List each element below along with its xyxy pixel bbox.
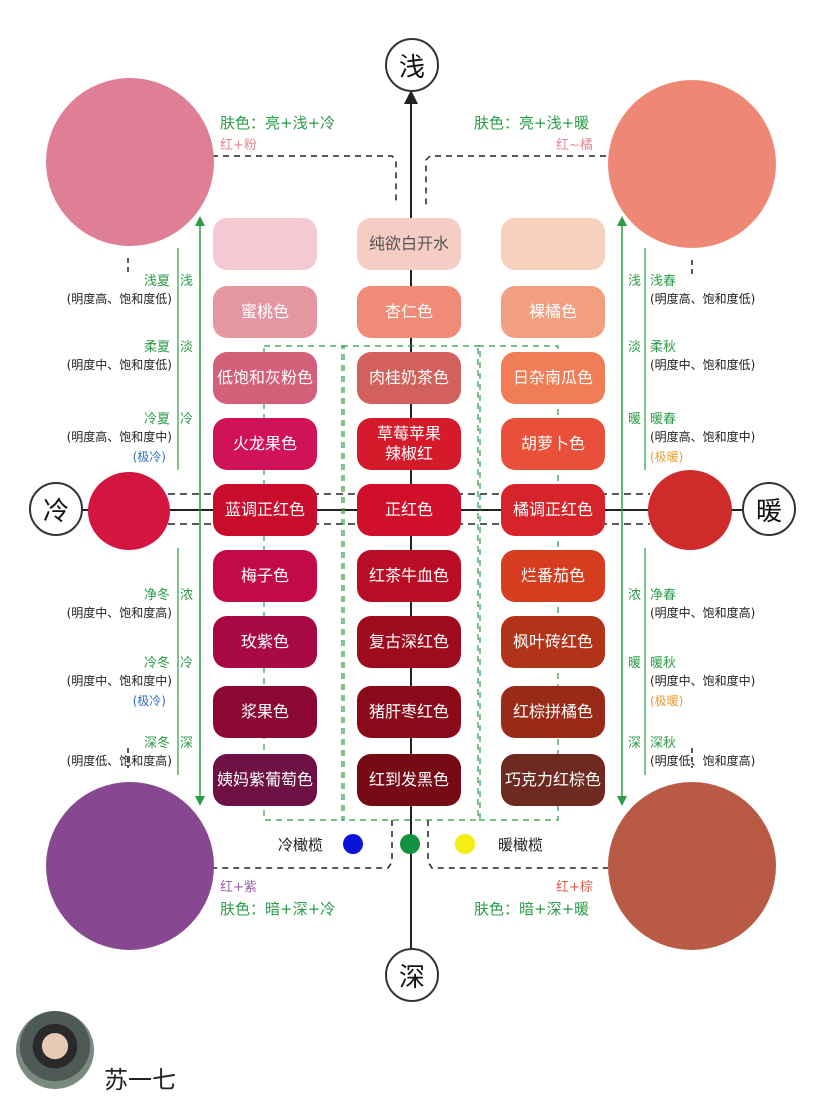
- warm-light-skin-circle: [608, 80, 776, 248]
- axis-light-label: 浅: [385, 38, 439, 92]
- neutral-swatch: 红到发黑色: [357, 754, 461, 806]
- neutral-swatch: 正红色: [357, 484, 461, 536]
- cool-light-skin-title: 肤色：亮+浅+冷: [220, 114, 336, 132]
- warm-swatch: 枫叶砖红色: [501, 616, 605, 668]
- cool-swatch: 低饱和灰粉色: [213, 352, 317, 404]
- right-season-desc: (明度高、饱和度中): [650, 430, 756, 444]
- left-season-name: 浅夏: [143, 274, 170, 289]
- warm-deep-lip-hint: 红+棕: [556, 880, 593, 895]
- right-season-name: 柔秋: [650, 340, 677, 355]
- warm-swatch: 日杂南瓜色: [501, 352, 605, 404]
- axis-deep-label: 深: [385, 948, 439, 1002]
- cool-swatch: 浆果色: [213, 686, 317, 738]
- warm-swatch: 胡萝卜色: [501, 418, 605, 470]
- warm-swatch: 橘调正红色: [501, 484, 605, 536]
- cool-deep-lip-hint: 红+紫: [220, 880, 257, 895]
- cool-swatch: 姨妈紫葡萄色: [213, 754, 317, 806]
- right-season-name: 净春: [650, 588, 677, 603]
- left-season-name: 柔夏: [143, 340, 170, 355]
- left-season-desc: (明度中、饱和度中): [66, 674, 172, 688]
- right-scale-tick: 浓: [628, 588, 642, 603]
- right-season-desc: (明度低、饱和度高): [650, 754, 756, 768]
- warm-swatch: 红棕拼橘色: [501, 686, 605, 738]
- axis-cool-label: 冷: [29, 482, 83, 536]
- right-season-extreme: (极暖): [650, 450, 684, 464]
- left-season-desc: (明度低、饱和度高): [66, 754, 172, 768]
- right-season-name: 浅春: [650, 274, 677, 289]
- cool-swatch: 蓝调正红色: [213, 484, 317, 536]
- warm-deep-skin-title: 肤色：暗+深+暖: [474, 900, 590, 918]
- left-scale-tick: 冷: [180, 412, 194, 427]
- warm-light-skin-title: 肤色：亮+浅+暖: [474, 114, 590, 132]
- warm-swatch: 巧克力红棕色: [501, 754, 605, 806]
- axis-warm-label: 暖: [742, 482, 796, 536]
- left-season-extreme: (极冷): [132, 694, 166, 708]
- right-season-name: 深秋: [650, 736, 677, 751]
- neutral-swatch: 猪肝枣红色: [357, 686, 461, 738]
- left-season-extreme: (极冷): [132, 450, 166, 464]
- left-season-desc: (明度中、饱和度低): [66, 358, 172, 372]
- right-scale-tick: 淡: [628, 340, 642, 355]
- cool-olive-dot: [343, 834, 363, 854]
- warm-swatch: 裸橘色: [501, 286, 605, 338]
- left-season-name: 净冬: [143, 588, 170, 603]
- cool-red-swatch-circle: [88, 472, 170, 550]
- author-name[interactable]: 苏一七: [104, 1066, 176, 1094]
- cool-swatch: 蜜桃色: [213, 286, 317, 338]
- neutral-swatch: 草莓苹果 辣椒红: [357, 418, 461, 470]
- cool-light-lip-hint: 红+粉: [220, 138, 257, 153]
- neutral-olive-dot: [400, 834, 420, 854]
- right-season-name: 暖秋: [650, 656, 677, 671]
- warm-swatch: 烂番茄色: [501, 550, 605, 602]
- right-season-desc: (明度高、饱和度低): [650, 292, 756, 306]
- left-season-desc: (明度高、饱和度低): [66, 292, 172, 306]
- left-season-name: 深冬: [143, 736, 170, 751]
- right-season-desc: (明度中、饱和度中): [650, 674, 756, 688]
- neutral-swatch: 红茶牛血色: [357, 550, 461, 602]
- warm-swatch: [501, 218, 605, 270]
- cool-swatch: [213, 218, 317, 270]
- left-season-desc: (明度中、饱和度高): [66, 606, 172, 620]
- cool-deep-skin-circle: [46, 782, 214, 950]
- warm-deep-skin-circle: [608, 782, 776, 950]
- right-season-desc: (明度中、饱和度高): [650, 606, 756, 620]
- cool-light-skin-circle: [46, 78, 214, 246]
- warm-olive-dot: [455, 834, 475, 854]
- warm-olive-label: 暖橄榄: [498, 836, 544, 854]
- cool-swatch: 火龙果色: [213, 418, 317, 470]
- cool-swatch: 梅子色: [213, 550, 317, 602]
- cool-deep-skin-title: 肤色：暗+深+冷: [220, 900, 336, 918]
- neutral-swatch: 肉桂奶茶色: [357, 352, 461, 404]
- left-season-name: 冷冬: [143, 656, 170, 671]
- warm-red-swatch-circle: [648, 470, 732, 550]
- right-scale-tick: 浅: [628, 274, 642, 289]
- cool-swatch: 玫紫色: [213, 616, 317, 668]
- right-season-name: 暖春: [650, 412, 677, 427]
- neutral-swatch: 纯欲白开水: [357, 218, 461, 270]
- right-scale-tick: 暖: [628, 656, 642, 671]
- right-scale-tick: 深: [628, 736, 642, 751]
- cool-olive-label: 冷橄榄: [278, 836, 324, 854]
- left-scale-tick: 冷: [180, 656, 194, 671]
- left-season-desc: (明度高、饱和度中): [66, 430, 172, 444]
- left-scale-tick: 深: [180, 736, 194, 751]
- right-season-extreme: (极暖): [650, 694, 684, 708]
- left-season-name: 冷夏: [143, 412, 170, 427]
- author-avatar[interactable]: [16, 1011, 94, 1089]
- warm-light-lip-hint: 红~橘: [556, 138, 593, 153]
- neutral-swatch: 杏仁色: [357, 286, 461, 338]
- left-scale-tick: 浓: [180, 588, 194, 603]
- right-scale-tick: 暖: [628, 412, 642, 427]
- left-scale-tick: 浅: [180, 274, 194, 289]
- left-scale-tick: 淡: [180, 340, 194, 355]
- right-season-desc: (明度中、饱和度低): [650, 358, 756, 372]
- neutral-swatch: 复古深红色: [357, 616, 461, 668]
